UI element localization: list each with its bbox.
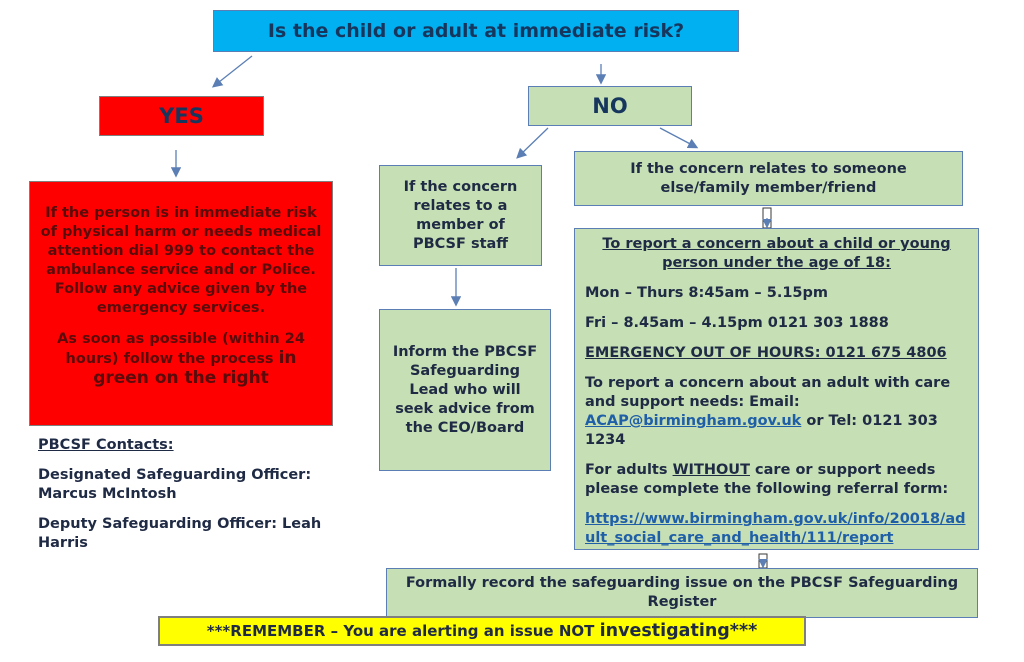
question-text: Is the child or adult at immediate risk? xyxy=(267,20,685,42)
referral-form-link[interactable]: https://www.birmingham.gov.uk/info/20018… xyxy=(585,511,966,546)
report-concern-box: To report a concern about a child or you… xyxy=(574,228,979,550)
immediate-risk-instructions: If the person is in immediate risk of ph… xyxy=(40,205,322,316)
inform-lead-text: Inform the PBCSF Safeguarding Lead who w… xyxy=(392,343,538,436)
no-label: NO xyxy=(592,94,628,118)
remember-banner: ***REMEMBER – You are alerting an issue … xyxy=(158,616,806,646)
remember-emphasis: investigating*** xyxy=(599,621,758,641)
yes-label: YES xyxy=(159,104,204,128)
arrow-no-to-staff xyxy=(516,127,549,159)
deputy-officer: Deputy Safeguarding Officer: Leah Harris xyxy=(38,516,322,551)
other-concern-box: If the concern relates to someone else/f… xyxy=(574,151,963,206)
friday-hours: Fri – 8.45am – 4.15pm 0121 303 1888 xyxy=(585,315,889,331)
immediate-risk-action-box: If the person is in immediate risk of ph… xyxy=(29,181,333,426)
record-issue-text: Formally record the safeguarding issue o… xyxy=(405,575,959,610)
contacts-section: PBCSF Contacts: Designated Safeguarding … xyxy=(38,436,338,564)
remember-text: ***REMEMBER – You are alerting an issue … xyxy=(206,622,595,640)
contacts-heading: PBCSF Contacts: xyxy=(38,437,174,453)
adult-tel: or Tel: 0121 303 1234 xyxy=(585,413,938,448)
designated-officer: Designated Safeguarding Officer: Marcus … xyxy=(38,467,312,502)
without-intro: For adults xyxy=(585,462,668,478)
staff-concern-text: If the concern relates to a member of PB… xyxy=(403,178,518,252)
follow-process-emphasis: in green on the right xyxy=(93,348,297,388)
without-rest: care or support needs please complete th… xyxy=(585,462,949,497)
record-issue-box: Formally record the safeguarding issue o… xyxy=(386,568,978,618)
question-box: Is the child or adult at immediate risk? xyxy=(213,10,739,52)
arrow-question-to-yes xyxy=(211,55,253,88)
adult-intro: To report a concern about an adult with … xyxy=(585,375,951,410)
without-emphasis: WITHOUT xyxy=(672,462,750,478)
staff-concern-box: If the concern relates to a member of PB… xyxy=(379,165,542,266)
other-concern-text: If the concern relates to someone else/f… xyxy=(630,160,907,196)
no-box: NO xyxy=(528,86,692,126)
inform-lead-box: Inform the PBCSF Safeguarding Lead who w… xyxy=(379,309,551,471)
arrow-no-to-other xyxy=(659,127,699,149)
report-heading: To report a concern about a child or you… xyxy=(602,236,951,271)
emergency-number: EMERGENCY OUT OF HOURS: 0121 675 4806 xyxy=(585,345,947,361)
yes-box: YES xyxy=(99,96,264,136)
follow-process-text: As soon as possible (within 24 hours) fo… xyxy=(57,331,305,367)
weekday-hours: Mon – Thurs 8:45am – 5.15pm xyxy=(585,285,828,301)
adult-email-link[interactable]: ACAP@birmingham.gov.uk xyxy=(585,413,802,429)
